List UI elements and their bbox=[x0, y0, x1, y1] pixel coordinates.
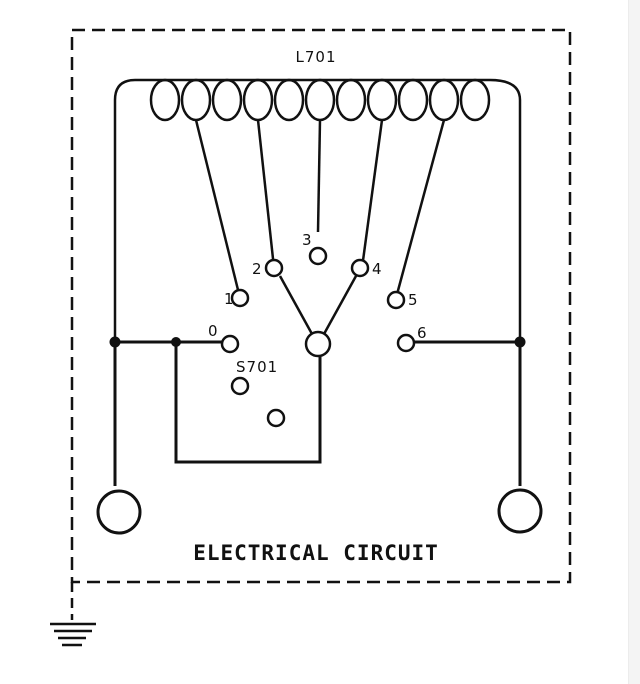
contact-1 bbox=[230, 288, 250, 308]
contact-5 bbox=[386, 290, 406, 310]
wiring-right bbox=[414, 340, 522, 486]
contact-label-6: 6 bbox=[417, 324, 427, 342]
coil-label: L701 bbox=[296, 48, 337, 66]
diagram-title: ELECTRICAL CIRCUIT bbox=[193, 541, 439, 565]
contact-0 bbox=[220, 334, 240, 354]
switch-label: S701 bbox=[236, 358, 278, 376]
coil-winding bbox=[113, 78, 522, 340]
junction-dot-mid bbox=[171, 337, 181, 347]
enclosure-dashed-border bbox=[70, 28, 572, 584]
wiring-left bbox=[113, 340, 322, 486]
coil-taps bbox=[194, 119, 446, 299]
contact-3 bbox=[308, 246, 328, 266]
contact-label-3: 3 bbox=[302, 231, 312, 249]
switch-mount-hole-2 bbox=[266, 408, 286, 428]
contact-2 bbox=[264, 258, 284, 278]
coil-loops bbox=[149, 78, 491, 122]
ground-symbol bbox=[50, 582, 96, 647]
junction-dot-left bbox=[109, 336, 121, 348]
switch-wiper bbox=[278, 275, 358, 335]
contact-label-0: 0 bbox=[208, 322, 218, 340]
switch-mount-hole-1 bbox=[230, 376, 250, 396]
contact-label-5: 5 bbox=[408, 291, 418, 309]
switch-pivot-contact bbox=[304, 330, 332, 358]
terminal-right bbox=[497, 488, 543, 534]
scan-edge-strip bbox=[628, 0, 640, 684]
junction-dot-right bbox=[514, 336, 526, 348]
contact-label-1: 1 bbox=[224, 290, 234, 308]
contact-label-2: 2 bbox=[252, 260, 262, 278]
contact-6 bbox=[396, 333, 416, 353]
terminal-left bbox=[96, 489, 142, 535]
contact-label-4: 4 bbox=[372, 260, 382, 278]
contact-4 bbox=[350, 258, 370, 278]
